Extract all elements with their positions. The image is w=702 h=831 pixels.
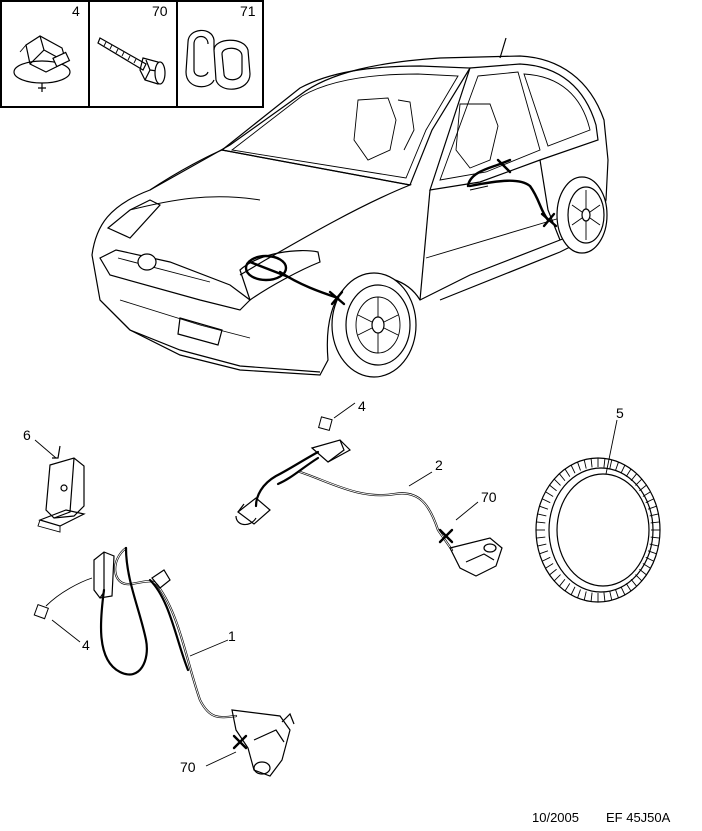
car-wiring: [244, 158, 558, 306]
ring-tooth: [553, 574, 561, 582]
footer-date: 10/2005: [532, 810, 579, 825]
ring-tooth: [564, 583, 571, 592]
part-bracket: [37, 445, 86, 533]
part-harness-rear: [235, 439, 503, 577]
parts-inset-table: 4 70 71: [0, 0, 264, 108]
ring-tooth: [635, 478, 643, 486]
ring-tooth: [650, 536, 660, 539]
ring-tooth: [541, 556, 551, 562]
ring-tooth: [647, 550, 657, 555]
footer-ref: EF 45J50A: [606, 810, 671, 825]
ring-tooth: [609, 459, 613, 469]
callout-harness-rear: 2: [435, 457, 443, 473]
ring-tooth: [649, 543, 659, 547]
ring-tooth: [630, 473, 638, 482]
ring-tooth: [603, 458, 606, 468]
ring-tooth: [645, 498, 655, 504]
ring-tooth: [609, 591, 613, 601]
callout-clip-lower: 4: [82, 637, 90, 653]
ring-tooth: [590, 458, 593, 468]
ring-tooth: [541, 498, 551, 504]
ring-tooth: [564, 468, 571, 477]
cable-clamp-icon: [185, 29, 251, 90]
ring-tooth: [570, 586, 576, 596]
ring-tooth: [615, 461, 619, 471]
ring-tooth: [549, 568, 557, 576]
clip-icon: [13, 35, 71, 92]
callout-screw-upper: 70: [481, 489, 497, 505]
ring-tooth: [577, 589, 581, 599]
screw-icon: [97, 37, 166, 85]
callout-screw-lower: 70: [180, 759, 196, 775]
ring-tooth: [536, 536, 546, 539]
callout-harness-front: 1: [228, 628, 236, 644]
ring-tooth: [583, 591, 587, 601]
ring-tooth: [558, 578, 566, 587]
ring-tooth: [630, 578, 638, 587]
ring-tooth: [603, 592, 606, 602]
ring-tooth: [647, 505, 657, 510]
ring-tooth: [625, 468, 632, 477]
part-target-ring: [535, 457, 661, 603]
ring-tooth: [537, 543, 547, 547]
ring-tooth: [537, 513, 547, 517]
clip-marker-upper: [318, 416, 333, 431]
ring-tooth: [553, 478, 561, 486]
ring-tooth: [649, 513, 659, 517]
inset-ref-4: 4: [72, 3, 80, 19]
callout-clip-upper: 4: [358, 398, 366, 414]
ring-tooth: [645, 556, 655, 562]
ring-tooth: [635, 574, 643, 582]
ring-tooth: [577, 461, 581, 471]
ring-tooth: [549, 484, 557, 492]
ring-tooth: [625, 583, 632, 592]
part-harness-front: [93, 546, 295, 777]
ring-tooth: [620, 586, 626, 596]
ring-tooth: [583, 459, 587, 469]
ring-tooth: [650, 521, 660, 524]
car-illustration: [91, 37, 609, 378]
ring-tooth: [639, 484, 647, 492]
ring-tooth: [615, 589, 619, 599]
ring-tooth: [620, 464, 626, 474]
ring-tooth: [539, 505, 549, 510]
ring-tooth: [642, 491, 651, 497]
inset-ref-71: 71: [240, 3, 256, 19]
ring-tooth: [639, 568, 647, 576]
callout-target-ring: 5: [616, 405, 624, 421]
ring-tooth: [539, 550, 549, 555]
ring-tooth: [642, 563, 651, 569]
ring-tooth: [536, 521, 546, 524]
clip-marker-lower: [33, 603, 49, 620]
inset-ref-70: 70: [152, 3, 168, 19]
ring-tooth: [570, 464, 576, 474]
ring-tooth: [590, 592, 593, 602]
ring-tooth: [545, 491, 554, 497]
callout-bracket: 6: [23, 427, 31, 443]
ring-tooth: [545, 563, 554, 569]
ring-tooth: [558, 473, 566, 482]
